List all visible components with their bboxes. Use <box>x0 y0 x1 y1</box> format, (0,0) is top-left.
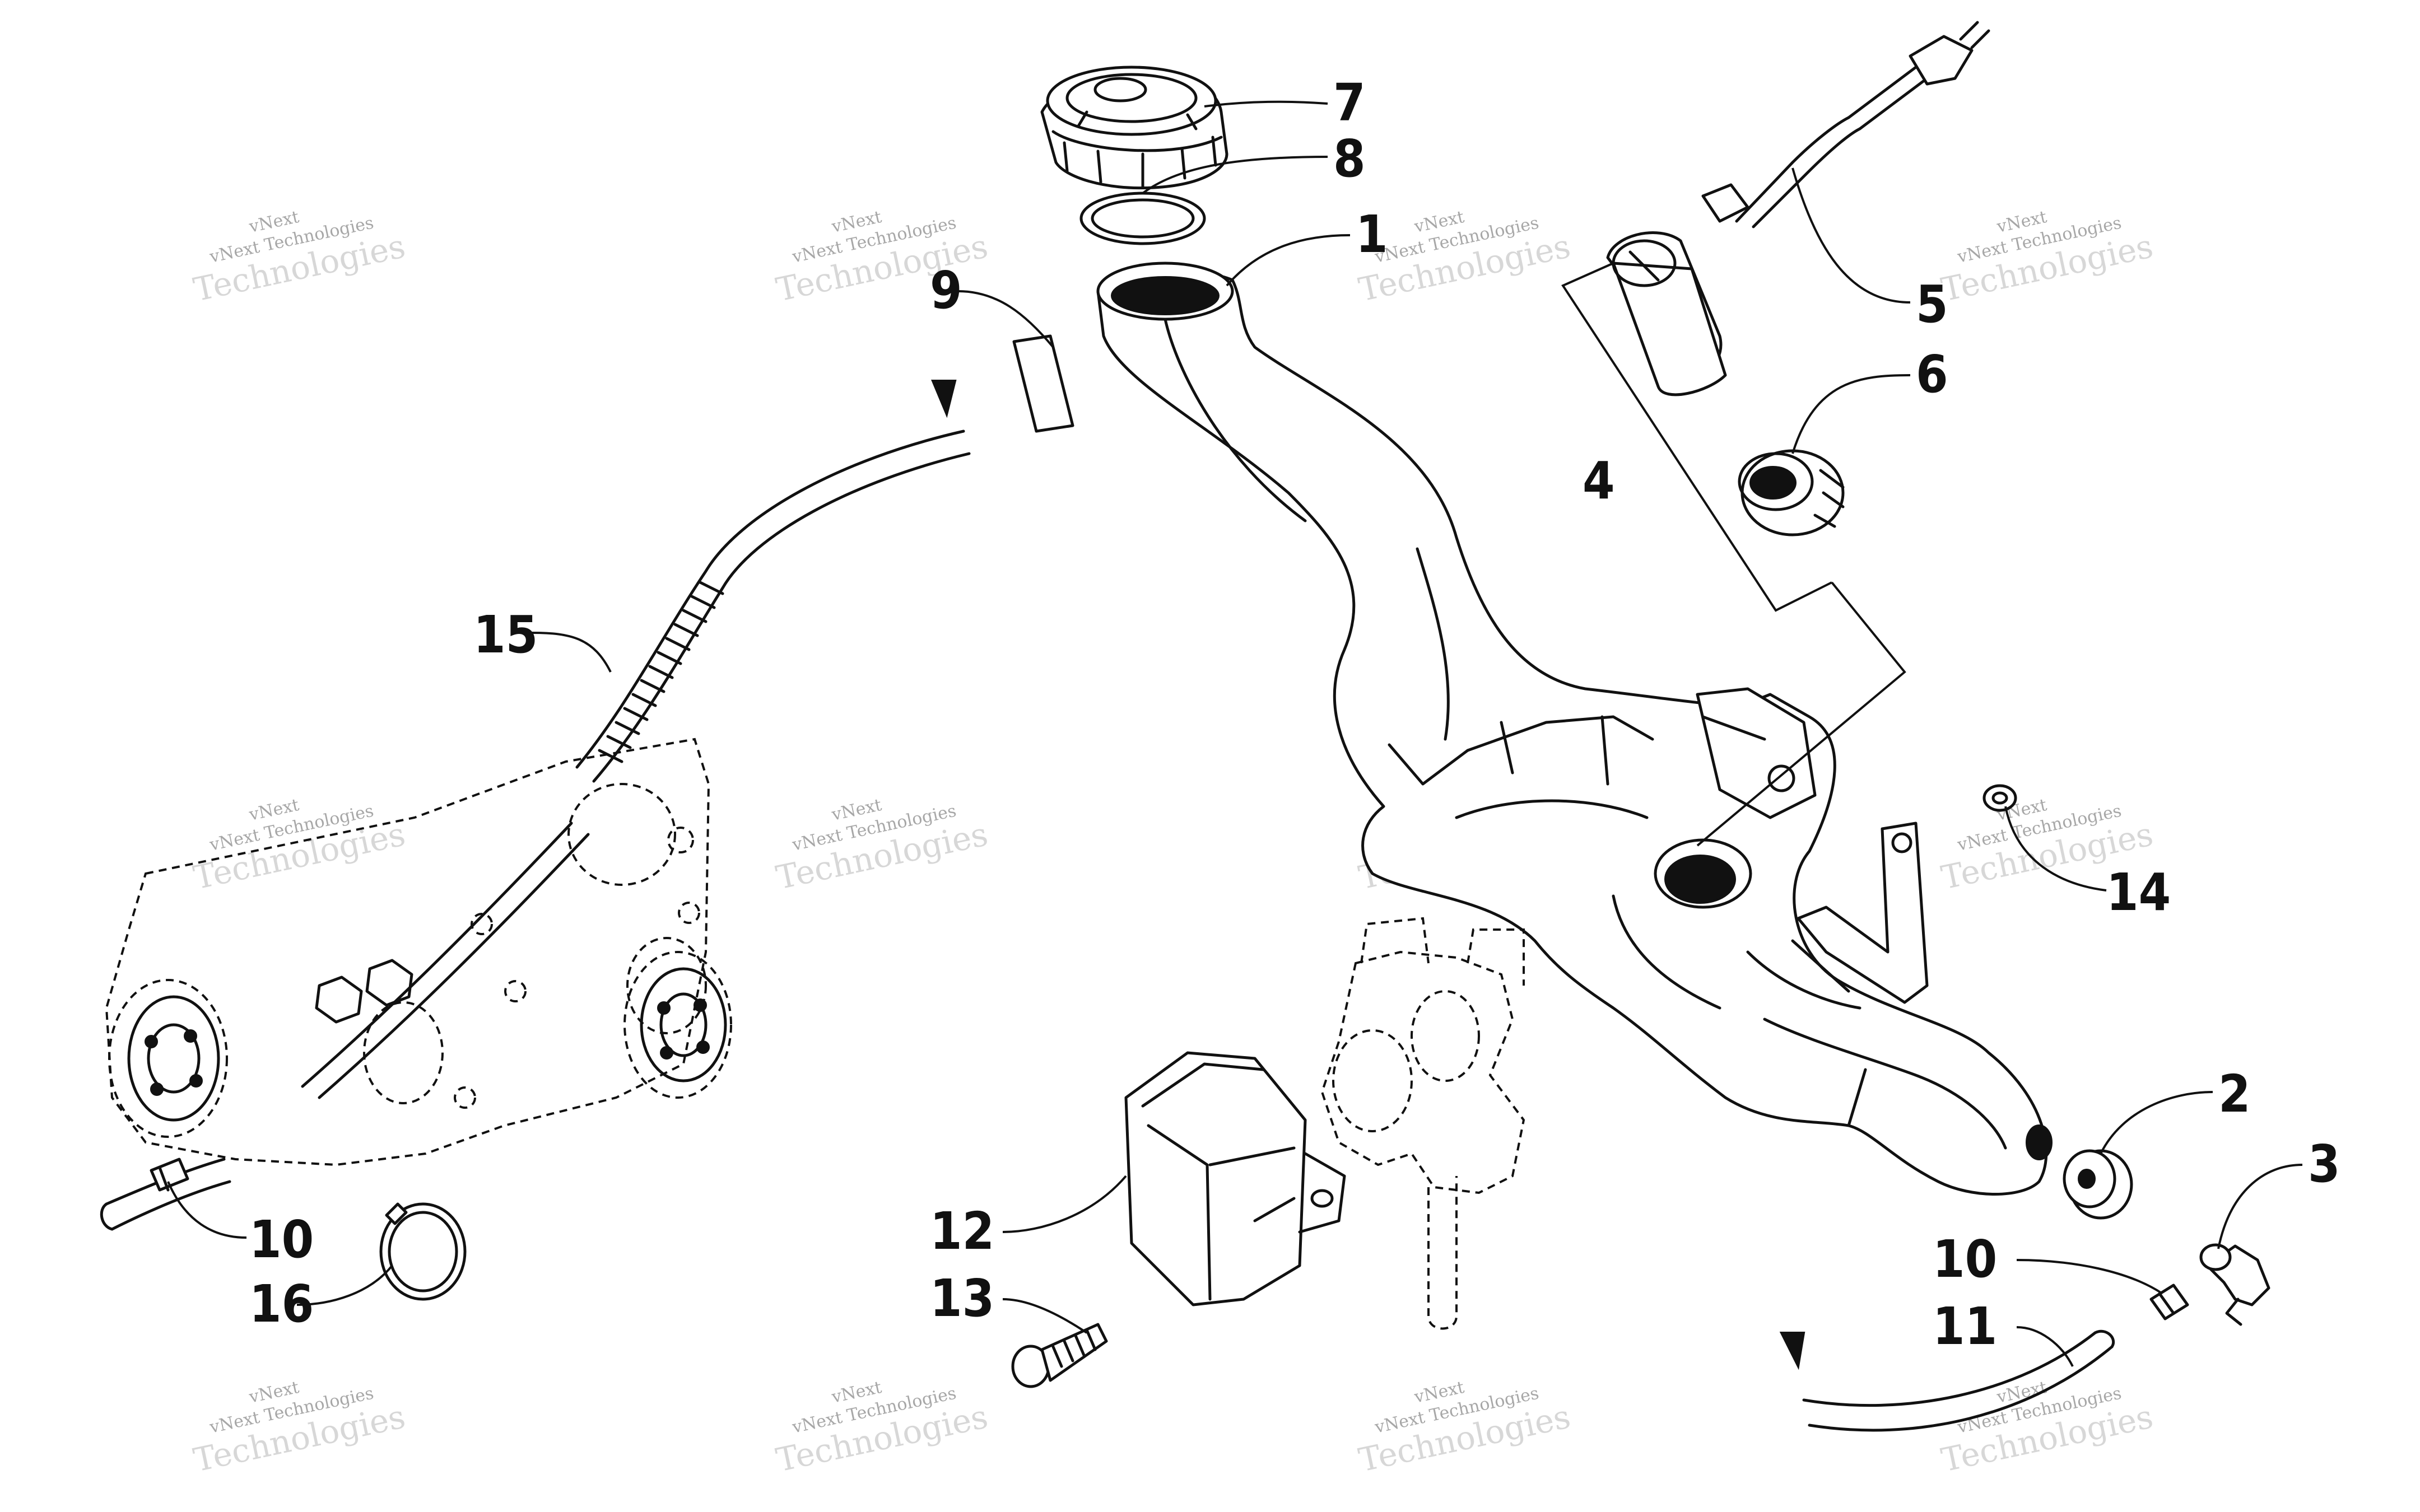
callout-11: 11 <box>1933 1296 1997 1356</box>
fuel-cap <box>1040 66 1228 190</box>
callout-1: 1 <box>1356 204 1388 264</box>
watermark-12: vNext vNext Technologies Technologies <box>1938 1378 2157 1480</box>
mounting-bolt <box>1011 1323 1108 1388</box>
watermark-6: vNext vNext Technologies Technologies <box>773 795 992 897</box>
grommet <box>2063 1149 2133 1220</box>
clamp-ring <box>379 1202 467 1301</box>
vent-hose <box>575 380 971 783</box>
flange-nut <box>1982 784 2017 812</box>
fuel-sender-wire <box>1701 21 1990 228</box>
left-pulley <box>108 979 228 1138</box>
watermark-11: vNext vNext Technologies Technologies <box>1356 1378 1574 1480</box>
watermark-4: vNext vNext Technologies Technologies <box>1938 207 2157 309</box>
watermark-10: vNext vNext Technologies Technologies <box>773 1378 992 1480</box>
cap-gasket <box>1079 192 1206 245</box>
engine-plate <box>105 738 732 1166</box>
carburetor <box>1320 917 1525 1330</box>
sender-grommet <box>1738 449 1845 536</box>
decal <box>1012 334 1074 433</box>
callout-15: 15 <box>473 605 538 665</box>
elbow-fitting <box>2199 1243 2270 1326</box>
callout-10-left: 10 <box>249 1210 314 1270</box>
callout-5: 5 <box>1916 274 1948 334</box>
fuel-line-arrow <box>1779 1332 1805 1370</box>
callout-4: 4 <box>1583 451 1615 511</box>
callout-14: 14 <box>2106 862 2171 922</box>
callout-7: 7 <box>1333 73 1366 133</box>
callout-2: 2 <box>2218 1064 2251 1124</box>
vent-hose-arrow <box>931 380 957 418</box>
callout-8: 8 <box>1333 129 1366 189</box>
callout-3: 3 <box>2308 1134 2340 1194</box>
fuel-tank <box>1096 262 2053 1196</box>
right-fuel-line <box>1779 1329 2115 1432</box>
engine-nuts <box>315 959 413 1024</box>
group-bracket-line <box>1561 262 1832 612</box>
callout-10-right: 10 <box>1933 1229 1997 1289</box>
callout-6: 6 <box>1916 344 1948 404</box>
watermark-1: vNext vNext Technologies Technologies <box>190 207 409 309</box>
air-silencer <box>1124 1051 1346 1306</box>
callout-13: 13 <box>930 1268 994 1328</box>
callout-leaders <box>167 100 2303 1367</box>
fuel-sender-group <box>1561 231 1906 847</box>
callout-9: 9 <box>930 260 962 320</box>
callout-16: 16 <box>249 1274 314 1334</box>
fuel-sender-unit <box>1606 231 1727 396</box>
callout-12: 12 <box>930 1201 994 1261</box>
vent-hose-corrugation <box>598 581 724 763</box>
group-to-tank-line <box>1696 581 1906 847</box>
hose-clamp-left <box>150 1158 189 1192</box>
right-pulley <box>623 951 732 1099</box>
watermark-5: vNext vNext Technologies Technologies <box>190 795 409 897</box>
hose-clamp-right <box>2149 1284 2189 1320</box>
callout-numbers: 1 2 3 4 5 6 7 8 9 10 10 11 12 13 14 15 1… <box>249 73 2340 1356</box>
watermark-9: vNext vNext Technologies Technologies <box>190 1378 409 1480</box>
